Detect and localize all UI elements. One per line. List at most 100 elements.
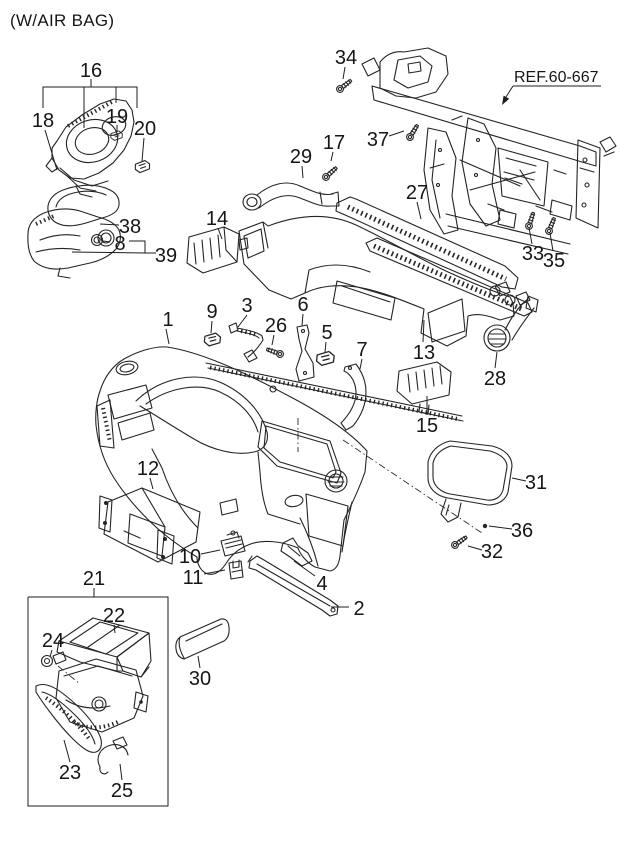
leader-line-part-1 bbox=[165, 328, 170, 345]
leader-line-part-17 bbox=[330, 151, 334, 162]
assembly-axis-1 bbox=[342, 439, 483, 534]
bracket-group-39 bbox=[129, 240, 156, 254]
part-number-28: 28 bbox=[484, 368, 506, 390]
part-number-29: 29 bbox=[290, 146, 312, 168]
leader-line-part-26 bbox=[271, 334, 275, 346]
leader-line-part-8 bbox=[102, 240, 111, 243]
part-number-23: 23 bbox=[59, 762, 81, 784]
part-number-1: 1 bbox=[162, 309, 173, 331]
group-21-box bbox=[27, 596, 169, 807]
ref-arrow-head bbox=[502, 95, 510, 105]
leader-line-part-6 bbox=[301, 313, 304, 327]
switch-part-10 bbox=[220, 530, 246, 557]
switch-part-11 bbox=[228, 559, 244, 580]
part-number-27: 27 bbox=[406, 182, 428, 204]
defroster-duct-part-27 bbox=[335, 196, 533, 317]
crossmember-frame-ref bbox=[361, 47, 617, 255]
part-drawings bbox=[27, 47, 617, 775]
bolt-part-32 bbox=[449, 533, 469, 551]
airbag-module-part-31 bbox=[427, 440, 513, 523]
cluster-housing-part bbox=[45, 98, 135, 198]
part-number-34: 34 bbox=[335, 47, 357, 69]
leader-line-part-34 bbox=[342, 66, 346, 80]
heater-duct-part-13 bbox=[238, 215, 515, 347]
part-number-8: 8 bbox=[114, 233, 125, 255]
leader-line-part-12 bbox=[149, 477, 154, 490]
part-number-31: 31 bbox=[525, 472, 547, 494]
leader-line-part-24 bbox=[49, 649, 53, 658]
part-number-17: 17 bbox=[323, 132, 345, 154]
leader-line-part-18 bbox=[44, 129, 58, 171]
part-number-32: 32 bbox=[481, 541, 503, 563]
part-number-26: 26 bbox=[265, 315, 287, 337]
clip-part-9 bbox=[203, 332, 222, 347]
part-number-24: 24 bbox=[42, 630, 64, 652]
ref-label: REF.60-667 bbox=[514, 69, 599, 86]
part-number-30: 30 bbox=[189, 668, 211, 690]
leader-line-part-31 bbox=[511, 477, 527, 482]
leader-line-part-22 bbox=[113, 624, 116, 634]
column-upper-cover-part-38 bbox=[47, 184, 120, 227]
part-number-16: 16 bbox=[80, 60, 102, 82]
bolt-part-37 bbox=[404, 122, 421, 143]
leader-line-part-13 bbox=[422, 319, 425, 343]
leader-line-part-33 bbox=[528, 227, 533, 245]
leader-line-part-4 bbox=[293, 560, 316, 577]
bolt-part-26 bbox=[265, 345, 285, 359]
leader-line-part-3 bbox=[237, 314, 248, 328]
ring-part-8 bbox=[90, 233, 104, 247]
part-number-3: 3 bbox=[241, 295, 252, 317]
leader-line-part-28 bbox=[494, 351, 498, 369]
bolt-part-34 bbox=[334, 77, 354, 95]
leader-line-part-25 bbox=[119, 763, 123, 781]
diagram-title: (W/AIR BAG) bbox=[10, 11, 114, 30]
leader-line-part-27 bbox=[416, 201, 422, 220]
leader-line-part-9 bbox=[210, 320, 213, 334]
leader-line-part-23 bbox=[63, 739, 71, 763]
part-number-7: 7 bbox=[356, 339, 367, 361]
leader-line-part-5 bbox=[324, 341, 327, 353]
column-lower-cover-part bbox=[27, 208, 122, 279]
bracket-group-39-part-line bbox=[71, 251, 146, 254]
roll-part-30 bbox=[175, 618, 230, 660]
part-number-12: 12 bbox=[137, 458, 159, 480]
part-number-4: 4 bbox=[316, 573, 327, 595]
group-connector-lines bbox=[27, 85, 601, 807]
part-number-39: 39 bbox=[155, 245, 177, 267]
bracket-part-6 bbox=[295, 324, 315, 382]
assembly-axis-lines bbox=[57, 418, 483, 685]
part-number-10: 10 bbox=[179, 546, 201, 568]
ref-arrow-line bbox=[505, 85, 514, 98]
glovebox-housing-part-22 bbox=[56, 617, 152, 678]
reinforce-rail-part-2 bbox=[247, 555, 339, 617]
glovebox-body-part bbox=[55, 658, 149, 733]
leader-line-part-20 bbox=[141, 137, 145, 162]
leader-line-part-11 bbox=[203, 569, 226, 575]
part-number-36: 36 bbox=[511, 520, 533, 542]
part-number-37: 37 bbox=[367, 129, 389, 151]
instrument-panel-part-1 bbox=[95, 346, 464, 575]
leader-line-part-29 bbox=[301, 165, 304, 179]
leader-line-part-10 bbox=[200, 549, 221, 555]
part-number-35: 35 bbox=[543, 250, 565, 272]
bolt-part-33 bbox=[524, 211, 538, 231]
leader-line-part-30 bbox=[197, 655, 201, 669]
part-number-20: 20 bbox=[134, 118, 156, 140]
part-number-14: 14 bbox=[206, 208, 228, 230]
assembly-axis-3 bbox=[57, 665, 81, 685]
bolt-part-17 bbox=[320, 164, 340, 183]
part-number-11: 11 bbox=[183, 567, 204, 589]
glovebox-door-part-23 bbox=[35, 683, 102, 753]
round-vent-part-28 bbox=[483, 291, 539, 352]
bracket-group-16 bbox=[42, 86, 138, 108]
part-number-18: 18 bbox=[32, 110, 54, 132]
leader-line-part-14 bbox=[217, 227, 223, 240]
part-number-33: 33 bbox=[522, 243, 544, 265]
part-number-13: 13 bbox=[413, 342, 435, 364]
wire-part-3 bbox=[228, 322, 264, 363]
bracket-part-4 bbox=[280, 537, 313, 567]
damper-part-24 bbox=[40, 651, 67, 668]
